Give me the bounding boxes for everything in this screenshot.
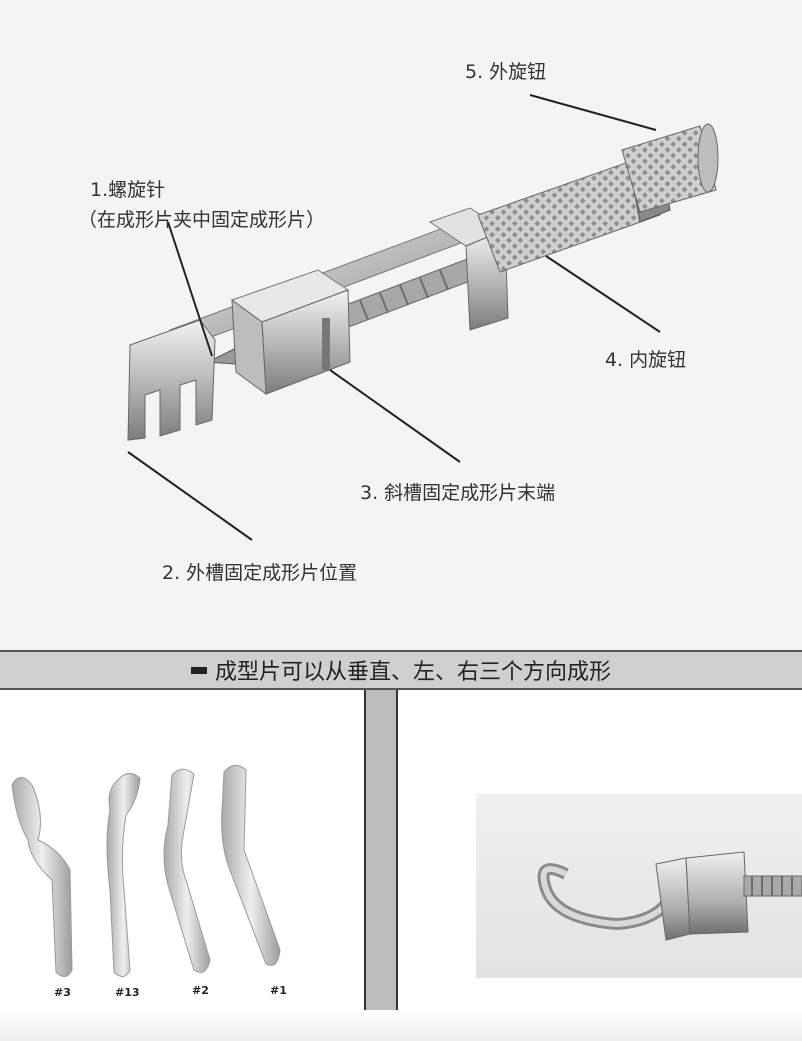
label-spiral-pin: 1.螺旋针	[90, 179, 166, 201]
band-13	[106, 773, 141, 977]
band-label-2: #2	[192, 984, 209, 997]
band-label-13: #13	[115, 986, 140, 999]
sliding-block	[230, 269, 351, 396]
banner-text: 成型片可以从垂直、左、右三个方向成形	[214, 660, 611, 685]
label-spiral-pin-note: （在成形片夹中固定成形片）	[78, 209, 326, 231]
label-inner-knob: 4. 内旋钮	[605, 349, 687, 371]
product-diagram: 1.螺旋针 （在成形片夹中固定成形片） 2. 外槽固定成形片位置 3. 斜槽固定…	[78, 61, 719, 584]
label-outer-knob: 5. 外旋钮	[465, 61, 547, 83]
mounted-band-illustration	[537, 851, 802, 941]
band-2	[163, 768, 211, 973]
outer-knob	[621, 123, 719, 213]
bottom-shade	[0, 1010, 802, 1041]
matrix-bands-illustration	[11, 765, 281, 977]
label-outer-slot: 2. 外槽固定成形片位置	[162, 562, 358, 584]
label-diagonal-slot: 3. 斜槽固定成形片末端	[360, 482, 556, 504]
panel-divider	[364, 690, 398, 1010]
matrix-retainer-illustration	[127, 94, 719, 541]
mounted-band-panel	[398, 690, 802, 1010]
section-banner: 成型片可以从垂直、左、右三个方向成形	[0, 650, 802, 690]
bullet-bar-icon	[190, 666, 207, 674]
band-1	[221, 765, 281, 966]
mounted-band-photo	[476, 794, 802, 978]
matrix-bands-panel: #3 #13 #2 #1	[0, 690, 364, 1010]
band-label-1: #1	[270, 984, 287, 997]
leader-lines	[127, 94, 661, 541]
band-3	[11, 777, 73, 977]
band-label-3: #3	[54, 986, 71, 999]
jaw-hook	[127, 319, 216, 441]
